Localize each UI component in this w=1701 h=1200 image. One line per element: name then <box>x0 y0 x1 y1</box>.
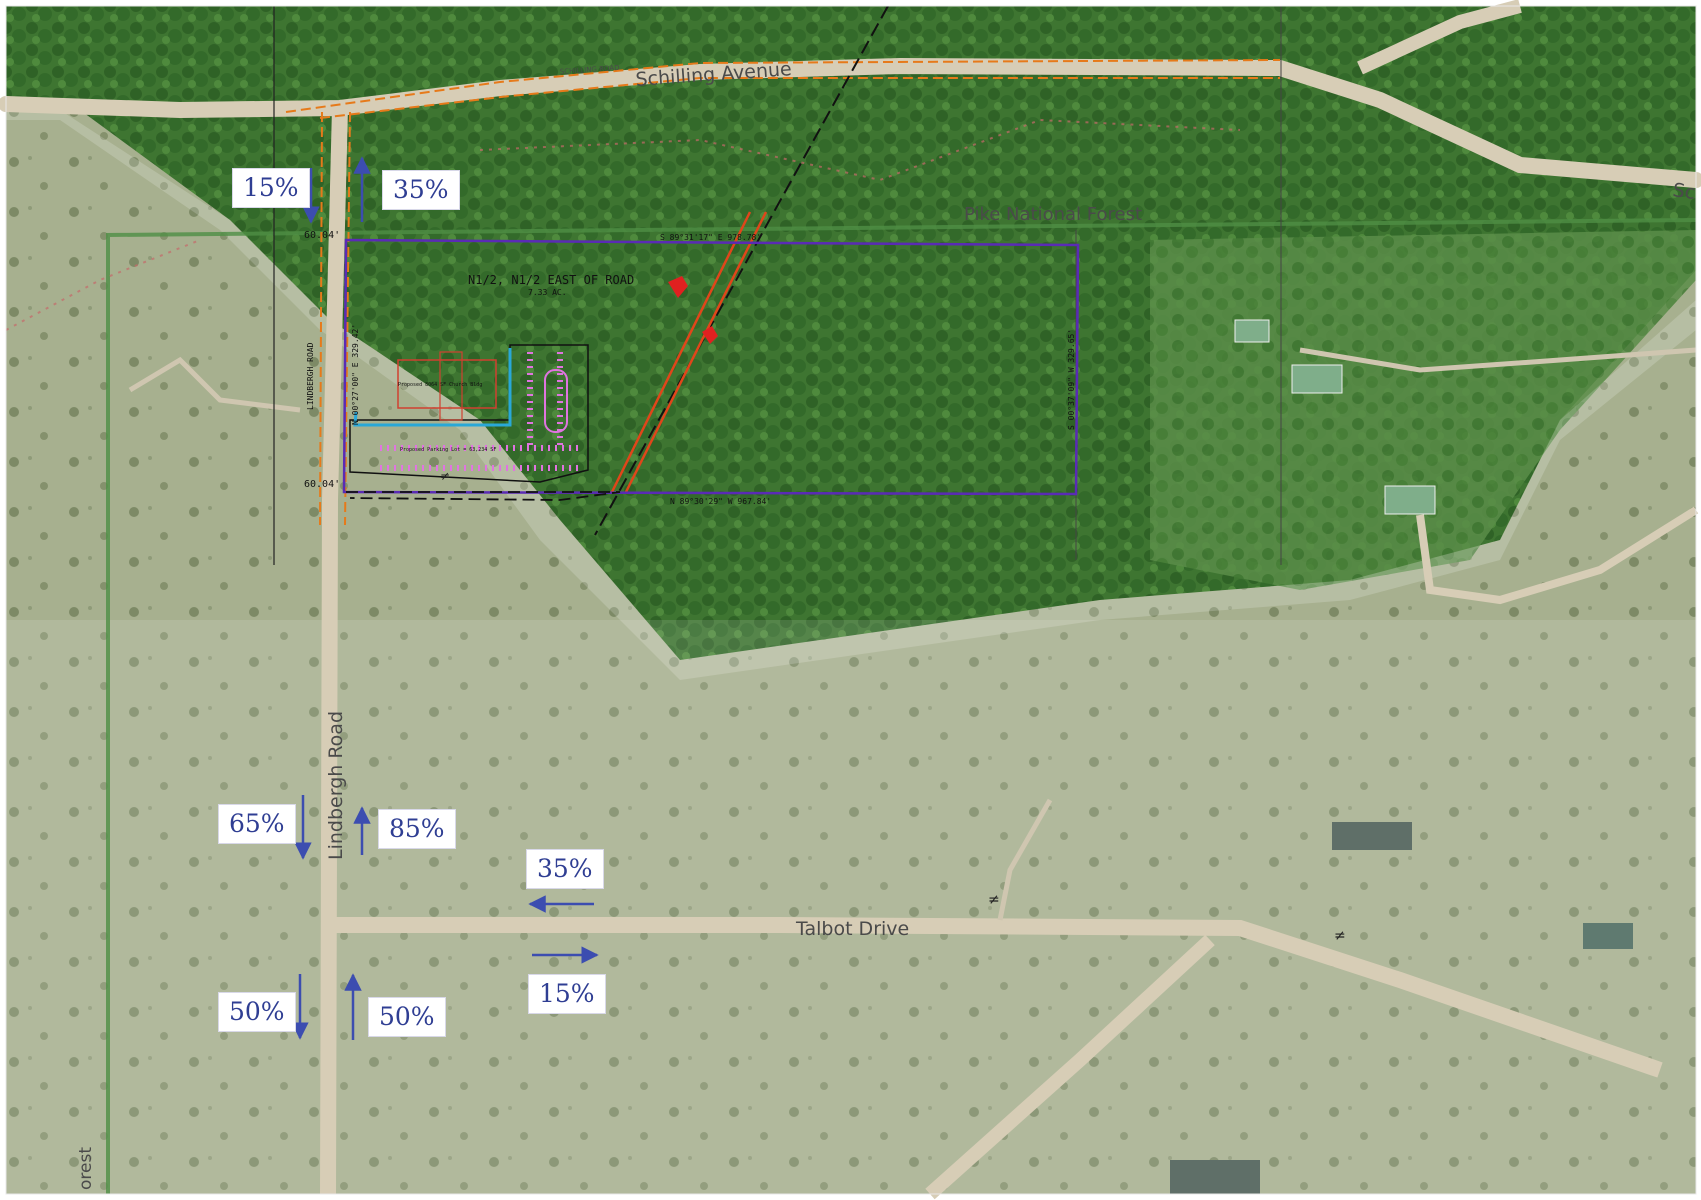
building-wing <box>439 351 463 421</box>
parcel-north-bearing: S 89°31'17" E 978.78' <box>660 233 761 242</box>
traffic-split-talbot-west: 35% <box>526 849 604 889</box>
forest-clearing-east <box>1150 230 1696 590</box>
parcel-west-bearing: N 00°27'00" E 329.42' <box>351 324 360 425</box>
parcel-south-bearing: N 89°30'29" W 967.84' <box>670 497 771 506</box>
parking-island <box>544 369 568 433</box>
talbot-branch-road <box>925 934 1215 1200</box>
lindbergh-row-line-east <box>344 111 351 526</box>
parcel-south-dashed-line <box>346 491 621 501</box>
parking-outline <box>349 344 589 483</box>
traffic-split-schilling-south: 15% <box>232 168 310 208</box>
structure-6 <box>1170 1160 1260 1194</box>
schilling-branch-road <box>1357 0 1522 75</box>
schilling-avenue-road <box>0 57 1701 188</box>
row-width-bottom: 60.04' <box>304 479 340 490</box>
parcel-boundary[interactable] <box>342 238 1080 496</box>
talbot-drive-label: Talbot Drive <box>795 918 909 940</box>
forest-trail-dotted <box>5 118 1241 331</box>
schilling-avenue-label-cut: Sc <box>1671 179 1696 204</box>
structure-5 <box>1332 822 1412 850</box>
trail-west <box>128 356 301 413</box>
traffic-split-lindbergh-mid-south: 65% <box>218 804 296 844</box>
curb-line <box>353 348 512 427</box>
lindbergh-road-cad-label: LINDBERGH ROAD <box>306 342 315 410</box>
culvert-symbol-2: ≠ <box>1334 928 1346 944</box>
traffic-split-schilling-north: 35% <box>382 170 460 210</box>
traffic-split-lindbergh-mid-north: 85% <box>378 809 456 849</box>
forest-boundary-line <box>106 218 1697 1194</box>
parcel-acreage: 7.33 AC. <box>528 288 567 297</box>
schilling-row-line-north <box>285 59 1281 113</box>
culvert-symbol-3: ≠ <box>440 469 450 483</box>
lindbergh-row-line-west <box>319 111 323 526</box>
hazy-overlay-south <box>6 620 1696 1194</box>
forest-label-cut: orest <box>76 1147 96 1190</box>
parking-stripes <box>380 352 580 471</box>
trail-ne <box>1299 347 1697 373</box>
red-symbol-b <box>702 326 718 344</box>
talbot-drive-road <box>330 917 1663 1078</box>
culvert-symbol-1: ≠ <box>988 892 1000 908</box>
traffic-split-talbot-east: 15% <box>528 974 606 1014</box>
proposed-church-building <box>397 359 497 409</box>
lindbergh-road <box>320 107 348 1195</box>
diagonal-survey-line <box>594 5 889 536</box>
map-frame <box>5 5 1697 1195</box>
easement-line-b <box>624 211 768 493</box>
structure-4 <box>1583 923 1633 949</box>
parcel-east-bearing: S 00°37'09" W 329.65' <box>1067 329 1076 430</box>
lindbergh-road-label: Lindbergh Road <box>325 711 347 860</box>
traffic-split-lindbergh-low-north: 50% <box>368 997 446 1037</box>
structure-2 <box>1291 364 1343 394</box>
parking-label: Proposed Parking Lot = 63,234 SF <box>400 447 496 453</box>
schilling-row-line-south <box>319 77 1280 119</box>
red-symbol-a <box>668 276 688 298</box>
structure-1 <box>1234 319 1270 343</box>
traffic-split-lindbergh-low-south: 50% <box>218 992 296 1032</box>
lindbergh-side-trail <box>1416 506 1699 605</box>
pike-national-forest-label: Pike National Forest <box>964 204 1142 225</box>
parcel-title: N1/2, N1/2 EAST OF ROAD <box>468 273 634 287</box>
building-label: Proposed 8064 SF Church Bldg <box>398 382 482 388</box>
row-width-top: 60.04' <box>304 230 340 241</box>
trail-driveway <box>997 798 1053 921</box>
easement-line-a <box>610 211 752 493</box>
structure-3 <box>1384 485 1436 515</box>
